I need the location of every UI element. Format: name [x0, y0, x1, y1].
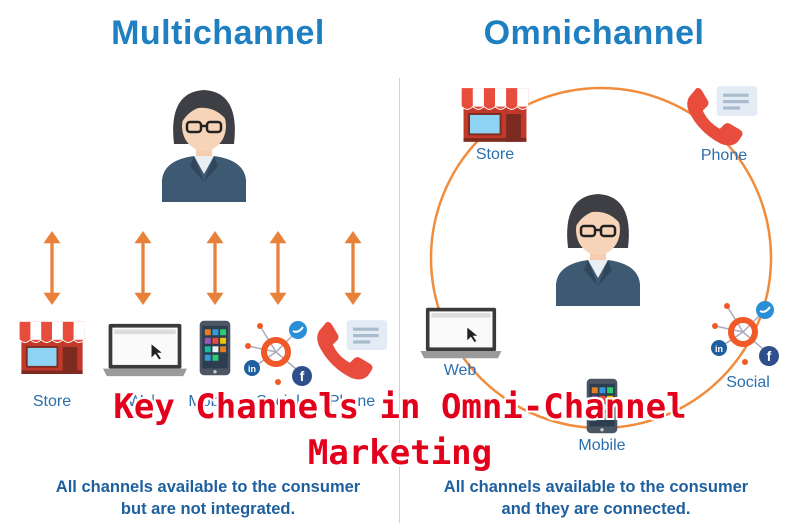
- label-phone-right: Phone: [700, 147, 748, 164]
- arrow-web-icon: [133, 230, 153, 306]
- arrow-mobile-icon: [205, 230, 225, 306]
- phone-icon: [314, 318, 390, 382]
- arrow-phone-icon: [343, 230, 363, 306]
- omnichannel-title: Omnichannel: [483, 14, 705, 52]
- multichannel-caption-line2: but are not integrated.: [120, 500, 296, 518]
- arrow-store-icon: [42, 230, 62, 306]
- overlay-title: Key Channels in Omni-Channel Marketing: [0, 384, 800, 476]
- store-icon: [16, 318, 88, 376]
- consumer-icon-left: [154, 82, 254, 202]
- phone-icon: [684, 84, 760, 148]
- label-mobile-right: Mobile: [578, 437, 626, 454]
- label-social-right: Social: [726, 374, 770, 391]
- column-divider: [399, 78, 400, 523]
- consumer-icon-right: [548, 186, 648, 306]
- store-icon: [458, 84, 532, 144]
- omnichannel-caption-line1: All channels available to the consumer: [443, 478, 749, 496]
- overlay-title-line2: Marketing: [307, 433, 493, 473]
- omnichannel-caption-line2: and they are connected.: [501, 500, 691, 518]
- label-store-right: Store: [475, 146, 515, 163]
- label-web-left: Web: [127, 393, 161, 410]
- label-phone-left: Phone: [328, 393, 376, 410]
- multichannel-caption: All channels available to the consumer b…: [8, 476, 408, 520]
- laptop-icon: [420, 306, 502, 360]
- social-network-icon: [238, 312, 318, 392]
- omnichannel-caption: All channels available to the consumer a…: [396, 476, 796, 520]
- multichannel-title: Multichannel: [111, 14, 325, 52]
- label-web-right: Web: [443, 362, 477, 379]
- overlay-title-line1: Key Channels in Omni-Channel: [113, 387, 687, 427]
- mobile-icon: [198, 318, 232, 378]
- laptop-icon: [102, 322, 188, 378]
- multichannel-caption-line1: All channels available to the consumer: [55, 478, 361, 496]
- arrow-social-icon: [268, 230, 288, 306]
- social-network-icon: [705, 292, 785, 372]
- label-store-left: Store: [32, 393, 72, 410]
- label-social-left: Social: [256, 393, 300, 410]
- label-mobile-left: Mobile: [188, 393, 236, 410]
